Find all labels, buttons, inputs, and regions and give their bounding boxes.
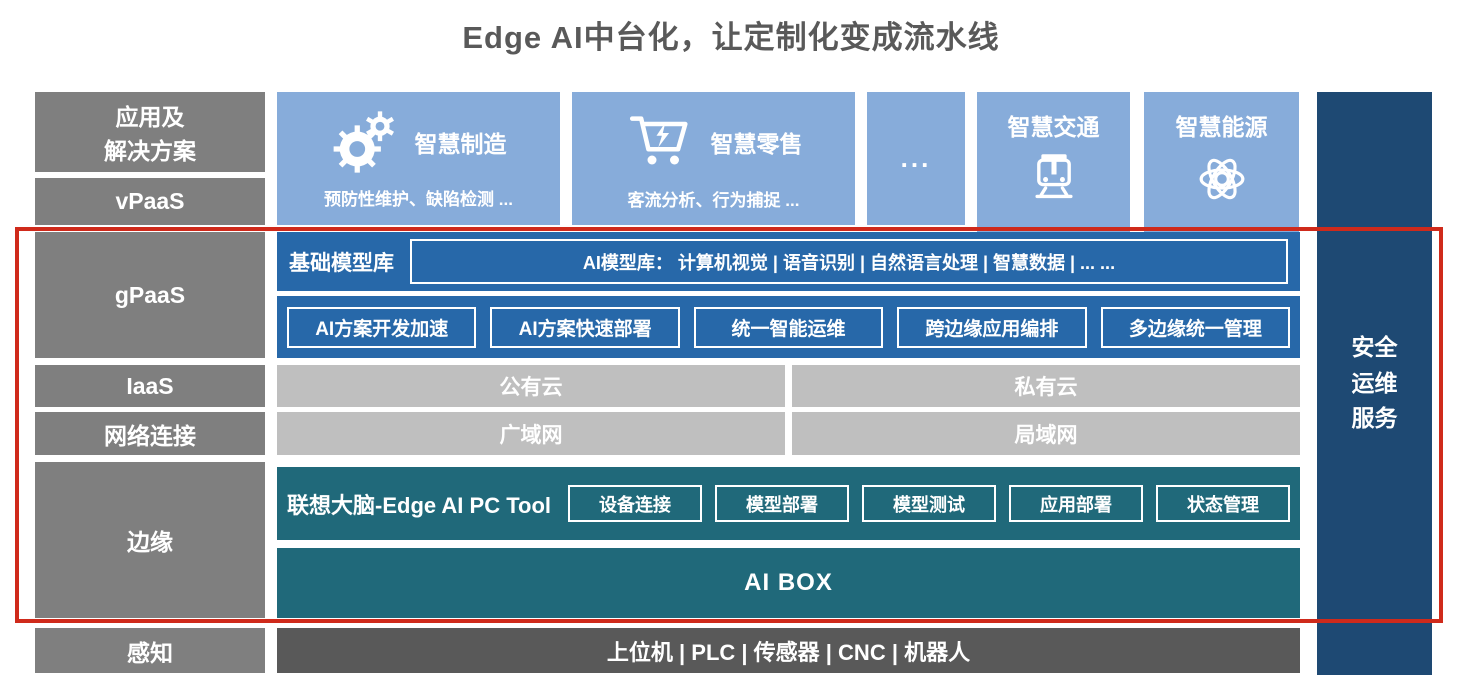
base-model-label: 基础模型库	[289, 251, 394, 275]
public-cloud-box: 公有云	[277, 365, 785, 407]
app-box-smart-manufacturing: 智慧制造 预防性维护、缺陷检测 ...	[277, 92, 560, 225]
private-cloud-box: 私有云	[792, 365, 1300, 407]
capability-box-multi-edge-management: 多边缘统一管理	[1100, 306, 1291, 348]
app-box-title: 智慧零售	[710, 131, 803, 157]
ellipsis-label: ...	[900, 143, 932, 173]
layer-label-edge: 边缘	[35, 462, 265, 618]
layer-label-gpaas: gPaaS	[35, 232, 265, 358]
app-box-smart-energy: 智慧能源	[1144, 92, 1299, 241]
tool-box-app-deploy: 应用部署	[1009, 485, 1143, 522]
app-box-more: ...	[867, 92, 965, 225]
app-box-title: 智慧交通	[1007, 114, 1100, 140]
capability-box-fast-deploy: AI方案快速部署	[490, 306, 680, 348]
app-box-header: 智慧零售	[625, 106, 803, 178]
perception-devices-band: 上位机 | PLC | 传感器 | CNC | 机器人	[277, 628, 1300, 673]
tram-icon	[1034, 154, 1073, 199]
app-box-smart-retail: 智慧零售 客流分析、行为捕捉 ...	[572, 92, 855, 225]
network-row: 广域网 局域网	[277, 412, 1300, 455]
capability-box-cross-edge-orchestration: 跨边缘应用编排	[897, 306, 1087, 348]
app-box-title: 智慧能源	[1175, 114, 1268, 140]
app-box-subtitle: 预防性维护、缺陷检测 ...	[324, 190, 513, 209]
gpaas-capabilities-band: AI方案开发加速 AI方案快速部署 统一智能运维 跨边缘应用编排 多边缘统一管理	[277, 296, 1300, 358]
security-ops-column: 安全 运维 服务	[1317, 92, 1432, 675]
app-box-title: 智慧制造	[414, 131, 507, 157]
layer-label-iaas: IaaS	[35, 365, 265, 407]
layer-label-network: 网络连接	[35, 412, 265, 455]
capability-box-dev-accel: AI方案开发加速	[287, 306, 477, 348]
app-box-smart-transport: 智慧交通	[977, 92, 1130, 241]
lan-box: 局域网	[792, 412, 1300, 455]
ai-model-library-box: AI模型库： 计算机视觉 | 语音识别 | 自然语言处理 | 智慧数据 | ..…	[410, 239, 1288, 284]
base-model-band: 基础模型库 AI模型库： 计算机视觉 | 语音识别 | 自然语言处理 | 智慧数…	[277, 232, 1300, 291]
tool-box-status-manage: 状态管理	[1156, 485, 1290, 522]
app-box-subtitle: 客流分析、行为捕捉 ...	[627, 191, 800, 210]
tool-box-model-deploy: 模型部署	[715, 485, 849, 522]
edge-pc-tool-band: 联想大脑-Edge AI PC Tool 设备连接 模型部署 模型测试 应用部署…	[277, 467, 1300, 540]
layer-label-vpaas: vPaaS	[35, 178, 265, 225]
app-box-header: 智慧制造	[331, 107, 507, 177]
capability-box-unified-ops: 统一智能运维	[693, 306, 884, 348]
wan-box: 广域网	[277, 412, 785, 455]
tool-box-device-connect: 设备连接	[568, 485, 702, 522]
applications-row: 智慧制造 预防性维护、缺陷检测 ... 智慧零售 客流分析、行为捕捉 ... .…	[277, 92, 1300, 241]
ai-box-band: AI BOX	[277, 548, 1300, 618]
iaas-row: 公有云 私有云	[277, 365, 1300, 407]
layer-label-app-solutions: 应用及 解决方案	[35, 92, 265, 172]
tool-box-model-test: 模型测试	[862, 485, 996, 522]
page-title: Edge AI中台化，让定制化变成流水线	[462, 20, 1000, 55]
cart-icon	[629, 116, 688, 165]
layer-label-perception: 感知	[35, 628, 265, 673]
gears-icon	[333, 111, 394, 173]
edge-pc-tool-label: 联想大脑-Edge AI PC Tool	[287, 492, 551, 518]
atom-icon	[1199, 158, 1244, 200]
